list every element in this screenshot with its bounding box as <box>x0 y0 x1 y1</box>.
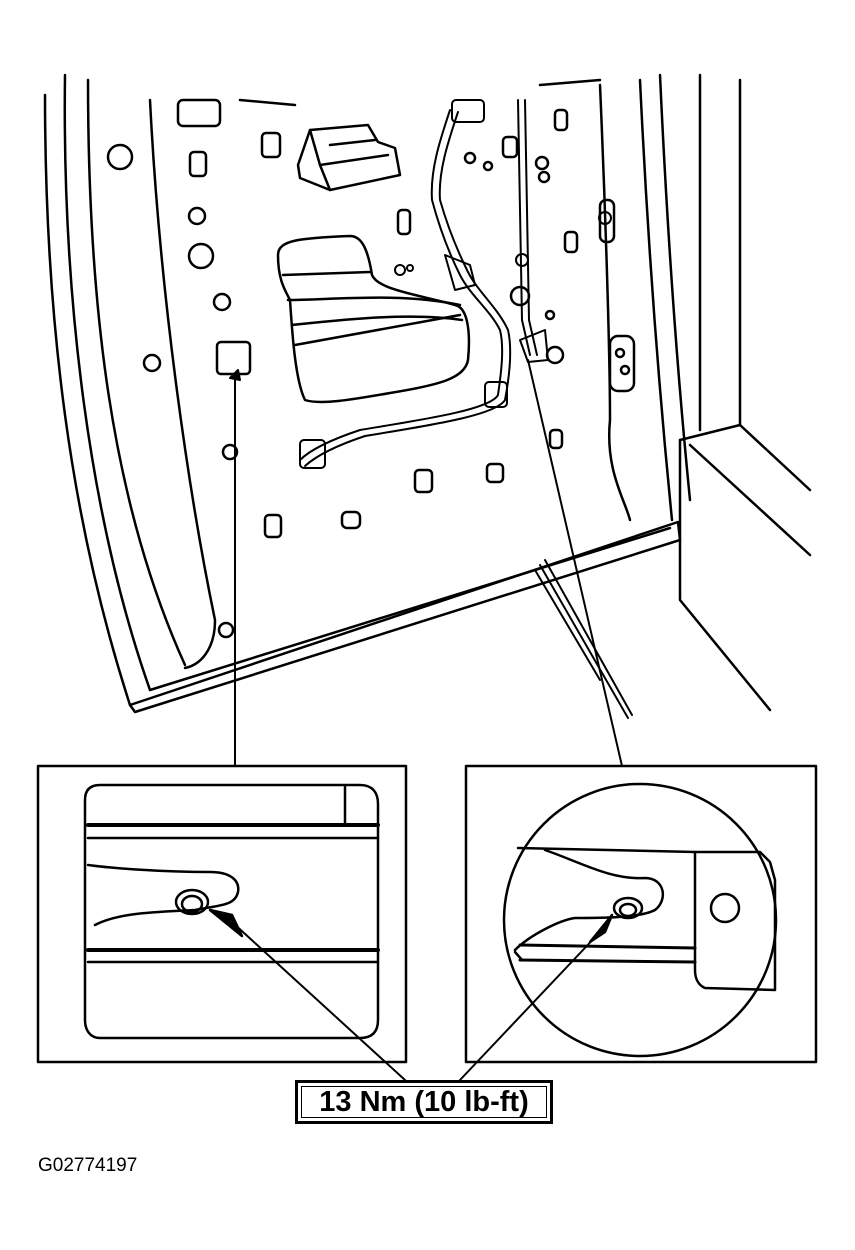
leader-lines <box>229 359 623 767</box>
figure-id: G02774197 <box>38 1155 138 1176</box>
right-detail-inset <box>464 764 818 1064</box>
torque-specification-label: 13 Nm (10 lb-ft) <box>295 1080 553 1124</box>
panel-holes <box>106 98 636 639</box>
left-detail-inset <box>36 764 408 1064</box>
torque-callout-leaders <box>231 921 601 1081</box>
access-opening <box>276 234 471 404</box>
wiring-harness <box>299 99 512 469</box>
door-inner-panel <box>43 73 812 714</box>
handle-bracket <box>296 123 402 192</box>
lock-rods <box>515 99 633 719</box>
bolt-access-hole <box>215 340 252 376</box>
